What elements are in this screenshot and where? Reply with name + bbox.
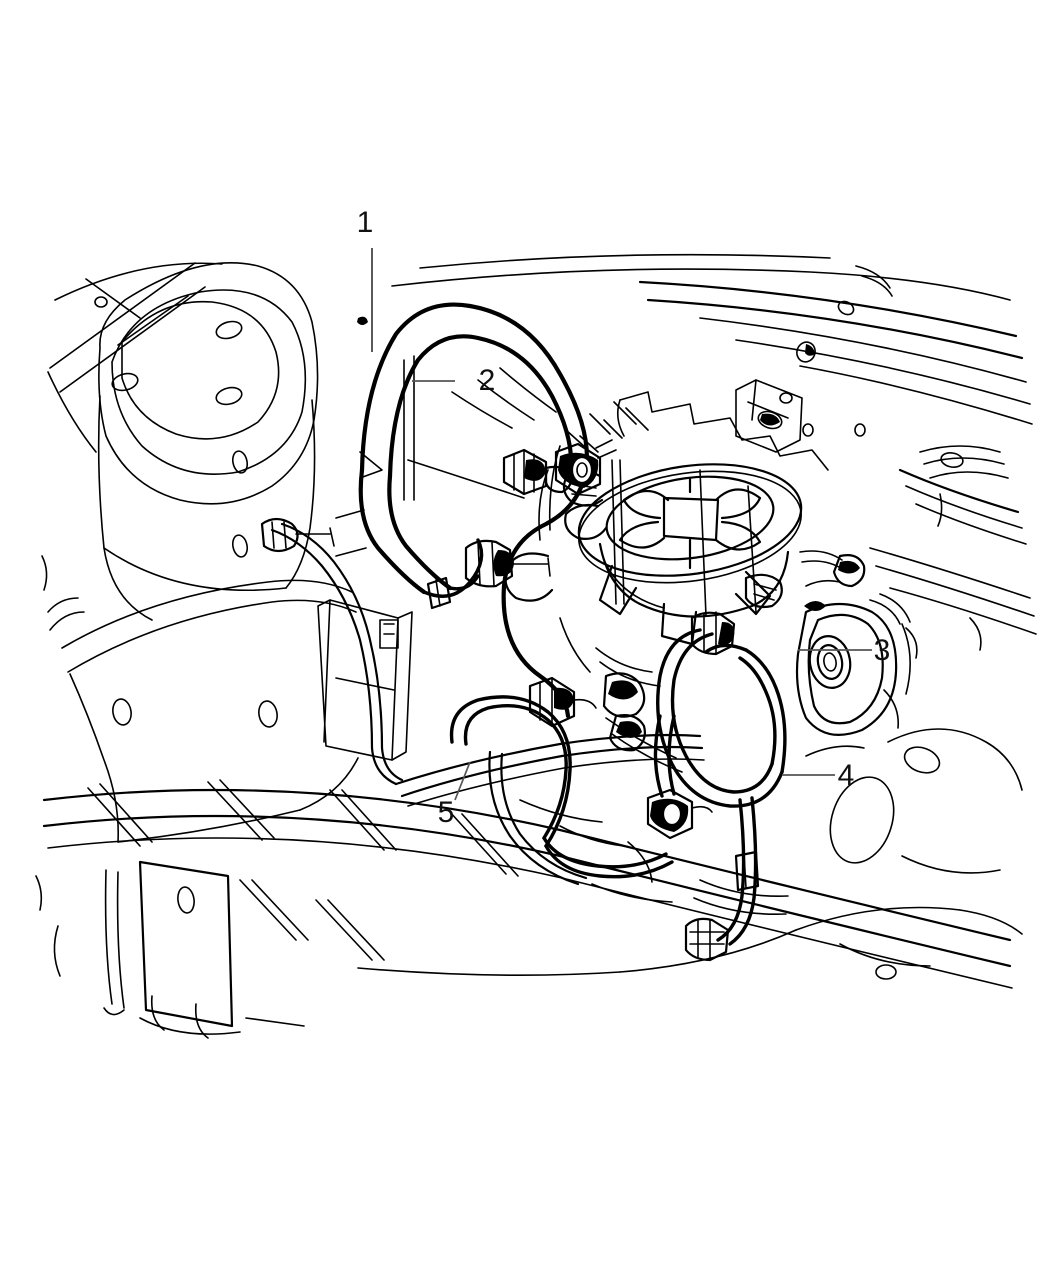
callout-number-4: 4	[838, 759, 855, 792]
fuel-line-group	[260, 302, 705, 886]
callout-number-5: 5	[438, 796, 455, 829]
pulley-group	[795, 579, 911, 736]
callout-number-2: 2	[479, 364, 496, 397]
leader-line-5	[454, 761, 471, 801]
inline-coupling	[426, 576, 452, 610]
quick-connect-fitting	[464, 539, 551, 588]
quick-connect-fittings-group	[426, 439, 760, 962]
quick-connect-fitting	[528, 676, 597, 728]
callout-number-1: 1	[357, 206, 374, 239]
hatch-detail-group	[357, 316, 789, 915]
inline-coupling	[734, 850, 760, 892]
quick-connect-fitting	[690, 611, 736, 656]
quick-connect-fitting	[554, 439, 617, 496]
callout-number-3: 3	[874, 634, 891, 667]
quick-connect-fitting	[684, 917, 730, 962]
cowl-panel-group	[391, 253, 1037, 659]
quick-connect-fitting	[646, 788, 713, 840]
body-structure-group	[35, 262, 1023, 1039]
callout-leaders-group	[371, 248, 872, 801]
quick-connect-fitting	[502, 448, 573, 496]
vapor-line-group	[653, 628, 787, 946]
callout-numbers-group: 1 2 3 4 5	[357, 206, 891, 829]
